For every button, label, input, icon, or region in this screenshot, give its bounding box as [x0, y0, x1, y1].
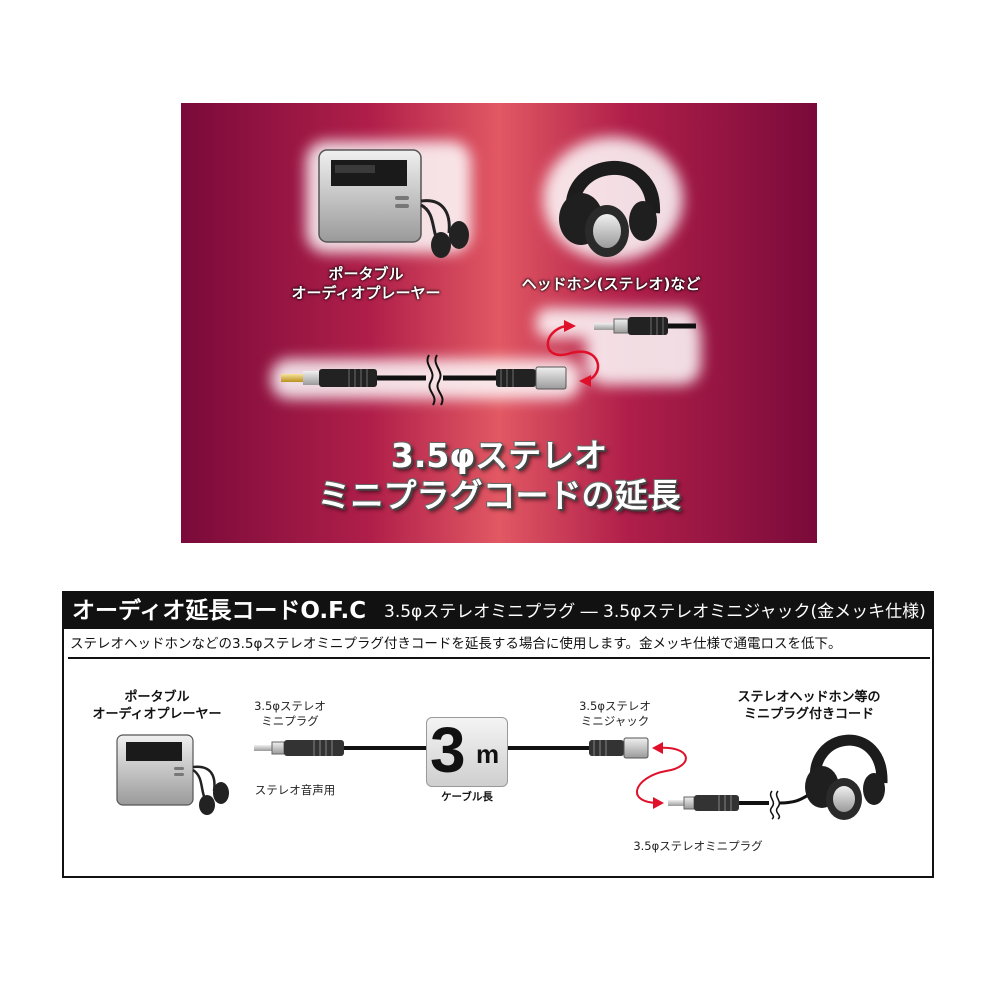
plug-label: 3.5φステレオ ミニプラグ — [230, 699, 350, 729]
cord-label-line1: ステレオヘッドホン等の — [737, 690, 881, 705]
spec-title-bar: オーディオ延長コードO.F.C 3.5φステレオミニプラグ ― 3.5φステレオ… — [64, 593, 932, 629]
product-spec: 3.5φステレオミニプラグ ― 3.5φステレオミニジャック(金メッキ仕様) — [384, 602, 926, 622]
product-name: オーディオ延長コードO.F.C — [72, 598, 367, 624]
cable-length-unit: m — [476, 739, 500, 769]
player-label-line2: オーディオプレーヤー — [92, 707, 222, 722]
cable-length-box — [426, 717, 508, 787]
cable-length-number: 3 — [430, 714, 466, 786]
cord-label: ステレオヘッドホン等の ミニプラグ付きコード — [709, 689, 909, 723]
spec-box: オーディオ延長コードO.F.C 3.5φステレオミニプラグ ― 3.5φステレオ… — [62, 591, 934, 878]
headline-line1: 3.5φステレオ — [390, 436, 608, 475]
stereo-jack-icon — [589, 737, 649, 759]
player-caption-line2: オーディオプレーヤー — [291, 284, 441, 302]
headphones-icon — [805, 734, 888, 820]
audio-player-icon — [116, 734, 194, 806]
headphones-caption: ヘッドホン(ステレオ)など — [521, 275, 701, 293]
connect-arrow-icon — [636, 742, 687, 809]
connection-diagram — [116, 734, 888, 820]
cable-length-badge: 3 m ケーブル長 — [426, 714, 508, 805]
jack-label: 3.5φステレオ ミニジャック — [560, 699, 670, 729]
headphone-plug-label: 3.5φステレオミニプラグ — [633, 839, 763, 853]
earphones-icon — [192, 765, 229, 815]
player-caption: ポータブル オーディオプレーヤー — [281, 265, 451, 303]
stereo-plug-icon — [254, 740, 589, 756]
player-label-line1: ポータブル — [124, 690, 190, 705]
cord-label-line2: ミニプラグ付きコード — [743, 707, 874, 722]
player-label: ポータブル オーディオプレーヤー — [82, 689, 232, 723]
audio-player-icon — [318, 149, 422, 243]
earphones-icon — [420, 199, 469, 258]
player-caption-line1: ポータブル — [328, 265, 404, 283]
jack-label-line2: ミニジャック — [580, 714, 650, 728]
stereo-plug-icon — [281, 354, 496, 406]
stereo-audio-label: ステレオ音声用 — [254, 783, 336, 797]
cable-length-caption: ケーブル長 — [441, 791, 493, 803]
headphones-icon — [559, 160, 661, 257]
stereo-plug-icon — [594, 317, 696, 335]
plug-label-line2: ミニプラグ — [261, 714, 319, 728]
stereo-plug-icon — [668, 790, 813, 820]
jack-label-line1: 3.5φステレオ — [579, 699, 651, 713]
headline-line2: ミニプラグコードの延長 — [317, 476, 681, 515]
stereo-jack-icon — [496, 366, 567, 390]
connect-arrow-icon — [546, 320, 600, 387]
banner-illustration — [271, 137, 701, 406]
product-description: ステレオヘッドホンなどの3.5φステレオミニプラグ付きコードを延長する場合に使用… — [68, 631, 930, 659]
plug-label-line1: 3.5φステレオ — [254, 699, 326, 713]
product-banner: ポータブル オーディオプレーヤー ヘッドホン(ステレオ)など 3.5φステレオ … — [181, 103, 817, 543]
